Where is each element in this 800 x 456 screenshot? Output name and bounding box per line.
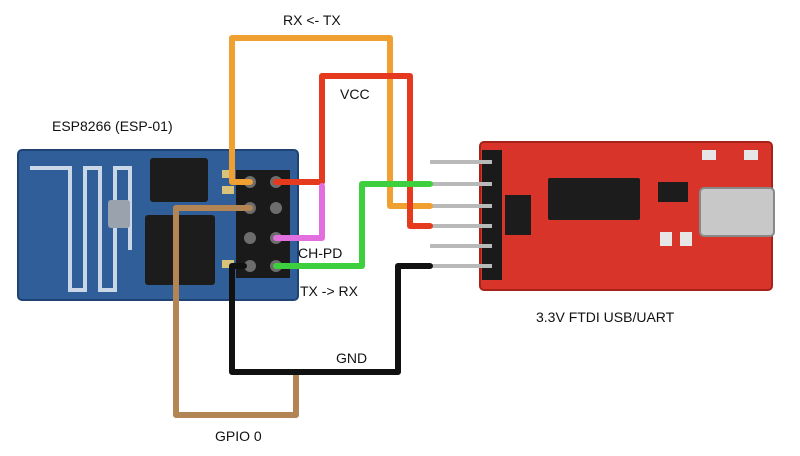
esp8266-crystal [108,200,130,228]
esp8266-pin [244,260,256,272]
ftdi-component [660,232,672,246]
ftdi-component [702,150,716,160]
rx-tx-wire [229,35,433,209]
ftdi-board [430,141,775,291]
esp8266-antenna-trace [30,166,132,292]
tx-rx-label: TX -> RX [300,283,358,299]
ftdi-component [680,232,692,246]
esp8266-flash-chip [150,158,208,202]
gnd-wire [229,263,433,375]
esp8266-pin [244,232,256,244]
ftdi-jumper [505,195,531,235]
gpio0-wire [173,205,299,418]
gpio0-label: GPIO 0 [215,428,262,444]
esp8266-board [17,149,299,301]
esp8266-title: ESP8266 (ESP-01) [52,118,173,134]
rx-tx-label: RX <- TX [283,12,341,28]
esp8266-pin [270,202,282,214]
esp8266-component [222,260,234,268]
esp8266-main-chip [145,215,215,285]
vcc-label: VCC [340,86,370,102]
esp8266-component [222,186,234,194]
vcc-wire [273,73,433,229]
ftdi-pin-header [482,150,502,280]
ftdi-component [744,150,758,160]
ftdi-chip [548,178,640,220]
esp8266-pin-header [236,170,290,278]
ch-pd-label: CH-PD [298,245,343,261]
gnd-label: GND [336,350,368,366]
esp8266-component [222,170,234,178]
ftdi-usb-connector [699,187,775,237]
ftdi-title: 3.3V FTDI USB/UART [536,309,675,325]
wires [173,35,433,418]
ftdi-component [658,182,688,202]
ch-pd-wire [273,183,325,241]
tx-rx-wire [273,181,433,269]
